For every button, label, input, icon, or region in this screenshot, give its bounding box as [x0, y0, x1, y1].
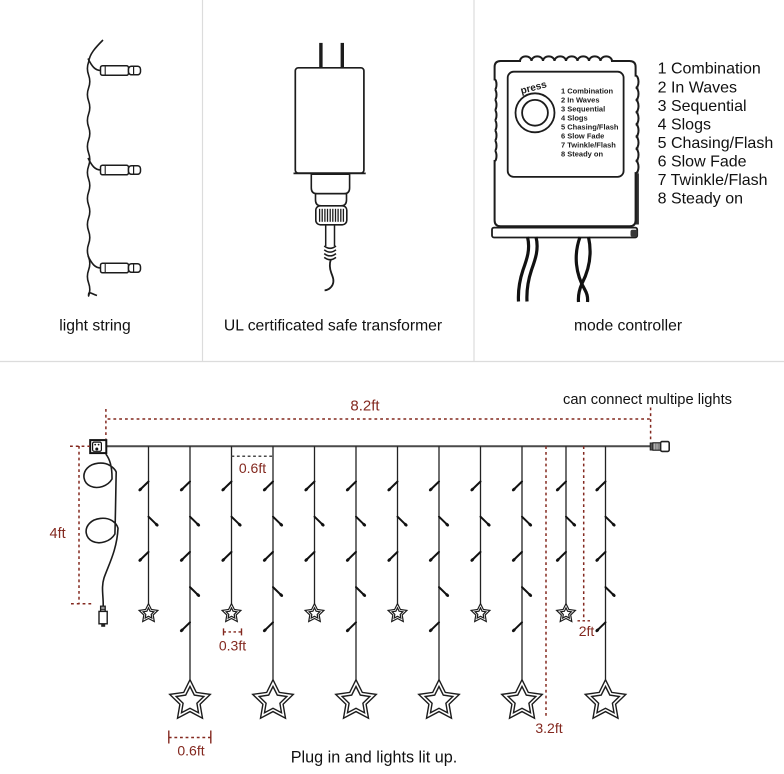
- svg-text:4 Slogs: 4 Slogs: [658, 116, 711, 133]
- svg-text:3 Sequential: 3 Sequential: [658, 98, 747, 115]
- svg-text:1 Combination: 1 Combination: [561, 86, 614, 95]
- svg-text:5 Chasing/Flash: 5 Chasing/Flash: [561, 123, 619, 132]
- svg-text:2 In Waves: 2 In Waves: [658, 79, 737, 96]
- svg-text:6 Slow Fade: 6 Slow Fade: [561, 132, 604, 141]
- svg-text:light string: light string: [59, 318, 131, 335]
- svg-text:2 In Waves: 2 In Waves: [561, 95, 600, 104]
- svg-text:8 Steady on: 8 Steady on: [658, 191, 743, 208]
- svg-text:4ft: 4ft: [50, 526, 66, 542]
- svg-text:UL certificated safe transform: UL certificated safe transformer: [224, 318, 442, 335]
- svg-text:6 Slow Fade: 6 Slow Fade: [658, 153, 747, 170]
- svg-text:2ft: 2ft: [579, 623, 595, 639]
- svg-text:5 Chasing/Flash: 5 Chasing/Flash: [658, 135, 774, 152]
- svg-text:4 Slogs: 4 Slogs: [561, 113, 588, 122]
- svg-text:mode controller: mode controller: [574, 318, 682, 335]
- svg-text:1 Combination: 1 Combination: [658, 61, 761, 78]
- svg-text:Plug in and lights lit up.: Plug in and lights lit up.: [291, 749, 457, 767]
- svg-text:8.2ft: 8.2ft: [350, 398, 380, 415]
- svg-text:8 Steady on: 8 Steady on: [561, 150, 604, 159]
- svg-text:3.2ft: 3.2ft: [535, 720, 562, 736]
- svg-text:7 Twinkle/Flash: 7 Twinkle/Flash: [561, 141, 616, 150]
- svg-text:0.6ft: 0.6ft: [239, 460, 266, 476]
- svg-text:3 Sequential: 3 Sequential: [561, 104, 605, 113]
- svg-text:0.3ft: 0.3ft: [219, 638, 246, 654]
- svg-text:7 Twinkle/Flash: 7 Twinkle/Flash: [658, 172, 768, 189]
- svg-text:can connect multipe lights: can connect multipe lights: [563, 392, 732, 408]
- svg-text:0.6ft: 0.6ft: [177, 743, 204, 759]
